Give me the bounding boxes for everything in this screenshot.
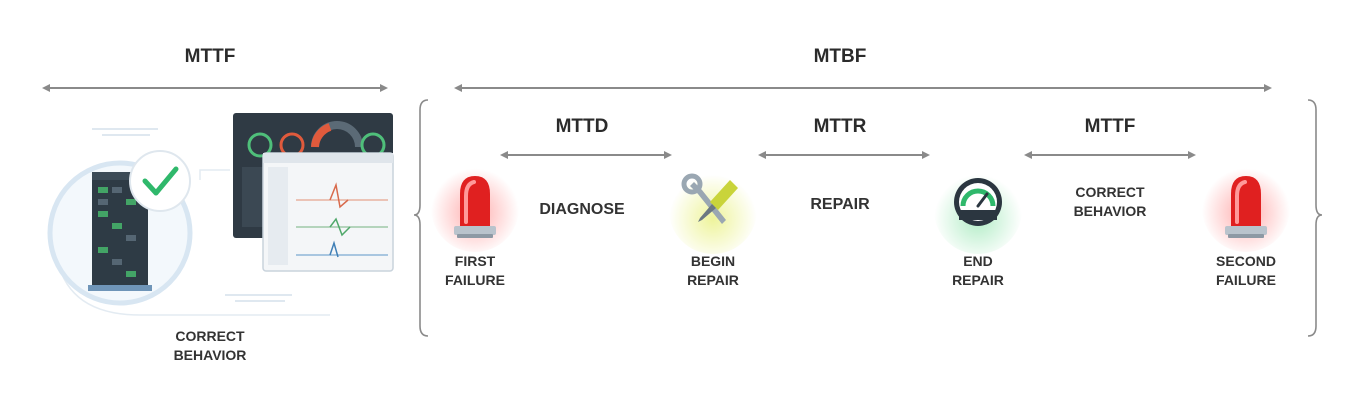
event-label-line2: FAILURE [445,272,505,288]
interval-metric-mttr: MTTR [813,116,867,137]
system-illustration [47,113,394,316]
interval-arrow-mttd [500,151,672,159]
check-icon [129,150,191,212]
event-label-end-repair: END REPAIR [918,252,1038,290]
siren-icon [454,176,496,238]
event-first-failure [431,164,519,252]
event-label-line1: SECOND [1216,253,1276,269]
mtbf-label: MTBF [813,46,867,67]
event-second-failure [1202,164,1290,252]
interval-action-diagnose: DIAGNOSE [539,201,625,218]
event-label-line1: FIRST [454,253,496,269]
gauge-icon [954,178,1002,226]
server-icon [88,172,152,291]
interval-metric-mttd: MTTD [555,116,609,137]
event-label-first-failure: FIRST FAILURE [415,252,535,290]
event-label-line2: REPAIR [687,272,739,288]
event-label-second-failure: SECOND FAILURE [1186,252,1306,290]
siren-icon [1225,176,1267,238]
interval-action-repair: REPAIR [810,196,870,213]
left-caption: CORRECT BEHAVIOR [150,327,270,365]
left-mttf-label: MTTF [184,46,236,67]
event-end-repair [934,166,1022,254]
interval-action-line1: CORRECT [1075,184,1145,200]
interval-action-line2: BEHAVIOR [1073,203,1147,219]
tools-icon [681,173,738,224]
event-label-line1: BEGIN [690,253,736,269]
interval-arrow-mttf [1024,151,1196,159]
event-label-line2: FAILURE [1216,272,1276,288]
left-caption-line1: CORRECT [175,328,245,344]
event-begin-repair [669,166,757,254]
dashboard-light [262,152,394,272]
left-caption-line2: BEHAVIOR [173,347,247,363]
interval-arrow-mttr [758,151,930,159]
interval-metric-mttf: MTTF [1084,116,1136,137]
event-label-line2: REPAIR [952,272,1004,288]
event-label-line1: END [963,253,993,269]
event-label-begin-repair: BEGIN REPAIR [653,252,773,290]
interval-action-correct-behavior: CORRECT BEHAVIOR [1050,183,1170,221]
